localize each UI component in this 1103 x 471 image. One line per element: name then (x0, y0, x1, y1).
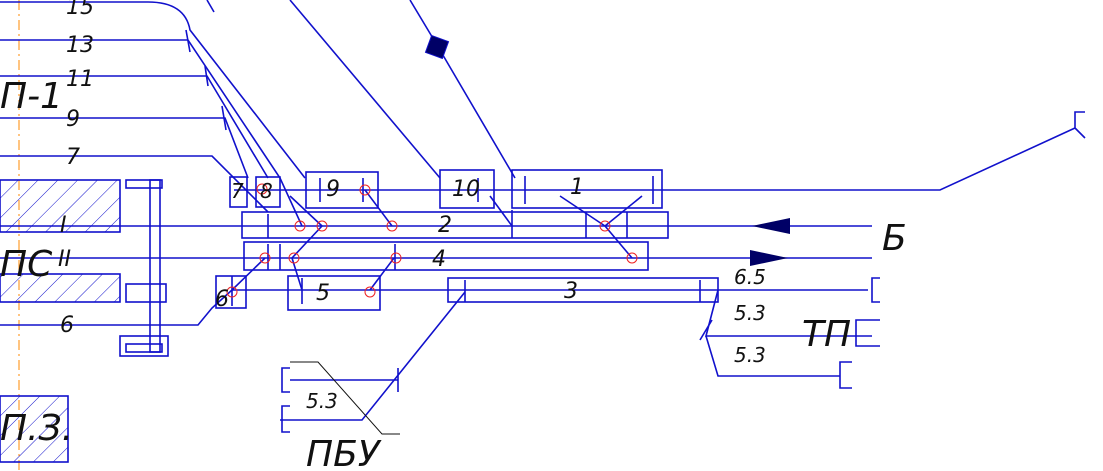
section-6-label: 6 (215, 287, 229, 312)
crossover (559, 195, 606, 227)
pbu-end-lower (281, 405, 290, 433)
section-4-box[interactable] (243, 241, 649, 271)
station-p1-label: П-1 (0, 76, 63, 117)
tp-branch-lower (705, 335, 840, 377)
platform-p3 (0, 395, 69, 463)
signal-icon (294, 220, 306, 232)
platform-cap-top (125, 179, 163, 189)
crossover (231, 257, 266, 291)
tp-tick (699, 319, 713, 341)
platform-upper (0, 179, 121, 233)
arrow-right-icon (750, 250, 788, 266)
platform-edge-bar (149, 179, 161, 353)
crossover (604, 195, 643, 227)
station-ps-label: ПС (0, 244, 53, 285)
crossover (369, 257, 395, 291)
section-4-label: 4 (432, 247, 446, 272)
signal-icon (288, 252, 300, 264)
tick-9 (221, 105, 227, 131)
station-p3-label: П.З. (0, 408, 73, 449)
signal-icon (256, 183, 268, 195)
crossover (291, 225, 323, 259)
section-1-label: 1 (570, 175, 584, 200)
lower-track-end (871, 277, 880, 303)
direction-b-label: Б (882, 218, 907, 259)
arrow-left-icon (752, 218, 790, 234)
crossover (289, 195, 323, 227)
section-8-box[interactable] (255, 176, 281, 208)
section-10-label: 10 (452, 177, 480, 202)
track-7-line (0, 155, 269, 213)
track-6-label: 6 (60, 313, 74, 338)
pbu-label: ПБУ (306, 434, 382, 471)
tp-end-lower (839, 361, 852, 389)
diag-track-b (409, 0, 516, 179)
tp-end-upper (855, 319, 880, 347)
pbu-end-upper (281, 367, 290, 393)
crossover (604, 225, 633, 259)
section-2-label: 2 (438, 213, 452, 238)
signal-icon (226, 286, 238, 298)
signal-icon (599, 220, 611, 232)
track-15-label: 15 (66, 0, 94, 20)
section-7-box[interactable] (229, 176, 248, 208)
branch-65-label: 6.5 (734, 265, 766, 289)
signal-icon (359, 184, 371, 196)
platform-cap-mid (125, 283, 167, 303)
section-5-label: 5 (316, 281, 330, 306)
section-5-box[interactable] (287, 275, 381, 311)
track-II-label: II (58, 247, 71, 272)
upper-track-line (234, 127, 1076, 191)
upper-track-end (1074, 111, 1086, 139)
platform-cap-bottom (125, 343, 163, 353)
branch-53b-label: 5.3 (734, 343, 766, 367)
signal-icon (259, 252, 271, 264)
track-6-line (0, 289, 233, 326)
diamond-marker-icon (424, 34, 450, 60)
crossover (489, 195, 513, 227)
crossover (364, 189, 393, 227)
section-3-label: 3 (564, 279, 578, 304)
platform-lower (0, 273, 121, 303)
branch-53c-label: 5.3 (306, 389, 338, 413)
section-6-box[interactable] (215, 275, 247, 309)
signal-icon (390, 252, 402, 264)
track-I-label: I (60, 213, 67, 238)
track-13-line (0, 39, 303, 227)
section-8-label: 8 (260, 179, 273, 203)
track-9-line (0, 117, 249, 179)
section-10-box[interactable] (439, 169, 495, 209)
pbu-leader (290, 361, 400, 435)
section-2-box[interactable] (241, 211, 669, 239)
track-11-label: 11 (66, 67, 94, 92)
section-1-box[interactable] (511, 169, 663, 209)
platform-cap-low (119, 335, 169, 357)
track-7-label: 7 (66, 145, 80, 170)
signal-icon (316, 220, 328, 232)
tick-11 (204, 65, 209, 87)
track-upper-stub (206, 0, 215, 13)
diag-track-a (289, 0, 441, 179)
track-13-label: 13 (66, 33, 94, 58)
track-15-line (0, 1, 306, 179)
section-9-box[interactable] (305, 171, 379, 209)
section-9-label: 9 (326, 177, 340, 202)
section-7-label: 7 (231, 179, 244, 203)
tp-label: ТП (802, 314, 851, 355)
signal-icon (626, 252, 638, 264)
signal-icon (386, 220, 398, 232)
tick-13 (185, 29, 191, 53)
branch-53a-label: 5.3 (734, 301, 766, 325)
pbu-branch-lower (280, 291, 466, 421)
track-9-label: 9 (66, 107, 80, 132)
signal-icon (364, 286, 376, 298)
